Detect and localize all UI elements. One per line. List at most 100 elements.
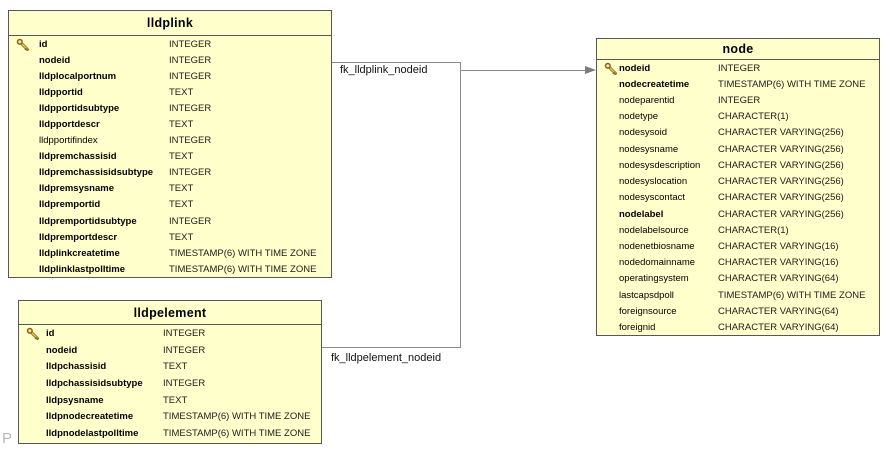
- primary-key-icon: [16, 263, 39, 276]
- column-type: CHARACTER VARYING(256): [718, 143, 844, 155]
- column-row: nodenetbiosname CHARACTER VARYING(16): [597, 238, 879, 254]
- column-type: INTEGER: [718, 95, 761, 107]
- column-name: nodeid: [619, 62, 651, 74]
- primary-key-icon: [604, 143, 619, 156]
- column-row: lldpremchassisid TEXT: [9, 149, 331, 165]
- column-row: id INTEGER: [19, 325, 321, 342]
- primary-key-icon: [604, 94, 619, 107]
- column-name: lldpchassisid: [46, 361, 107, 373]
- primary-key-icon: [604, 224, 619, 237]
- column-name: lastcapsdpoll: [619, 289, 674, 301]
- column-name: lldpremsysname: [39, 183, 114, 195]
- column-name: nodenetbiosname: [619, 241, 695, 253]
- primary-key-icon: [16, 70, 39, 83]
- column-type: TIMESTAMP(6) WITH TIME ZONE: [163, 411, 311, 423]
- column-row: lldpportifindex INTEGER: [9, 133, 331, 149]
- column-type: CHARACTER VARYING(16): [718, 257, 839, 269]
- primary-key-icon: [604, 305, 619, 318]
- column-name: foreignsource: [619, 305, 677, 317]
- column-name: nodecreatetime: [619, 78, 690, 90]
- relation-label-fk-lldplink-nodeid: fk_lldplink_nodeid: [340, 64, 428, 76]
- relation-label-fk-lldpelement-nodeid: fk_lldpelement_nodeid: [331, 352, 442, 364]
- primary-key-icon: [16, 38, 39, 51]
- column-type: INTEGER: [169, 54, 212, 66]
- primary-key-icon: [604, 289, 619, 302]
- column-name: lldpportifindex: [39, 135, 98, 147]
- column-row: lldpchassisidsubtype INTEGER: [19, 375, 321, 392]
- table-title: lldplink: [9, 11, 331, 36]
- column-name: nodeid: [46, 344, 78, 356]
- column-row: nodesysname CHARACTER VARYING(256): [597, 141, 879, 157]
- column-row: nodesyscontact CHARACTER VARYING(256): [597, 190, 879, 206]
- column-row: nodedomainname CHARACTER VARYING(16): [597, 255, 879, 271]
- column-type: TIMESTAMP(6) WITH TIME ZONE: [169, 247, 317, 259]
- primary-key-icon: [16, 215, 39, 228]
- column-type: TEXT: [169, 86, 194, 98]
- primary-key-icon: [26, 344, 46, 357]
- column-name: lldpportidsubtype: [39, 102, 120, 114]
- column-type: CHARACTER VARYING(64): [718, 273, 839, 285]
- primary-key-icon: [16, 198, 39, 211]
- primary-key-icon: [604, 240, 619, 253]
- column-name: nodedomainname: [619, 257, 696, 269]
- primary-key-icon: [26, 360, 46, 373]
- column-name: nodesyslocation: [619, 176, 688, 188]
- primary-key-icon: [16, 231, 39, 244]
- primary-key-icon: [604, 110, 619, 123]
- column-name: nodeparentid: [619, 95, 675, 107]
- primary-key-icon: [16, 86, 39, 99]
- column-row: nodeid INTEGER: [19, 342, 321, 359]
- entity-table-node[interactable]: node nodeid INTEGER: [596, 38, 880, 336]
- column-row: nodeid INTEGER: [597, 60, 879, 76]
- column-row: nodeparentid INTEGER: [597, 92, 879, 108]
- column-name: nodetype: [619, 111, 659, 123]
- relation-arrowhead-icon: [585, 66, 596, 74]
- column-row: lldpremportdescr TEXT: [9, 229, 331, 245]
- column-type: TIMESTAMP(6) WITH TIME ZONE: [163, 427, 311, 439]
- column-name: id: [46, 327, 55, 339]
- column-row: lldpportdescr TEXT: [9, 116, 331, 132]
- table-title: lldpelement: [19, 301, 321, 325]
- column-type: CHARACTER VARYING(256): [718, 159, 844, 171]
- primary-key-icon: [16, 150, 39, 163]
- column-name: lldpportid: [39, 86, 83, 98]
- primary-key-icon: [16, 118, 39, 131]
- primary-key-icon: [604, 321, 619, 334]
- column-type: CHARACTER VARYING(256): [718, 176, 844, 188]
- primary-key-icon: [26, 427, 46, 440]
- column-type: INTEGER: [163, 344, 206, 356]
- column-row: nodeid INTEGER: [9, 52, 331, 68]
- column-row: lldpportidsubtype INTEGER: [9, 100, 331, 116]
- column-row: lldpportid TEXT: [9, 84, 331, 100]
- column-type: TIMESTAMP(6) WITH TIME ZONE: [718, 78, 866, 90]
- column-type: INTEGER: [163, 377, 206, 389]
- relation-line-lldplink-branch: [332, 62, 460, 63]
- column-name: lldpremportidsubtype: [39, 215, 137, 227]
- column-type: TIMESTAMP(6) WITH TIME ZONE: [169, 263, 317, 275]
- column-row: nodelabel CHARACTER VARYING(256): [597, 206, 879, 222]
- column-name: lldplinkcreatetime: [39, 247, 120, 259]
- relation-line-trunk: [460, 62, 461, 348]
- entity-table-lldpelement[interactable]: lldpelement id INTEGER: [18, 300, 322, 444]
- column-row: operatingsystem CHARACTER VARYING(64): [597, 271, 879, 287]
- column-row: lldpchassisid TEXT: [19, 358, 321, 375]
- column-name: nodesysoid: [619, 127, 668, 139]
- primary-key-icon: [604, 126, 619, 139]
- column-name: nodesysdescription: [619, 159, 701, 171]
- column-row: lldplinkcreatetime TIMESTAMP(6) WITH TIM…: [9, 245, 331, 261]
- table-title: node: [597, 39, 879, 60]
- primary-key-icon: [16, 166, 39, 179]
- column-name: operatingsystem: [619, 273, 689, 285]
- column-row: id INTEGER: [9, 36, 331, 52]
- column-type: INTEGER: [169, 167, 212, 179]
- column-row: lldplinklastpolltime TIMESTAMP(6) WITH T…: [9, 261, 331, 277]
- entity-table-lldplink[interactable]: lldplink id INTEGER: [8, 10, 332, 278]
- primary-key-icon: [26, 327, 46, 340]
- column-row: lldpremportidsubtype INTEGER: [9, 213, 331, 229]
- column-row: foreignid CHARACTER VARYING(64): [597, 320, 879, 336]
- column-type: CHARACTER VARYING(256): [718, 192, 844, 204]
- column-type: CHARACTER VARYING(64): [718, 322, 839, 334]
- column-row: lldpnodelastpolltime TIMESTAMP(6) WITH T…: [19, 425, 321, 442]
- column-row: nodesysdescription CHARACTER VARYING(256…: [597, 157, 879, 173]
- primary-key-icon: [604, 272, 619, 285]
